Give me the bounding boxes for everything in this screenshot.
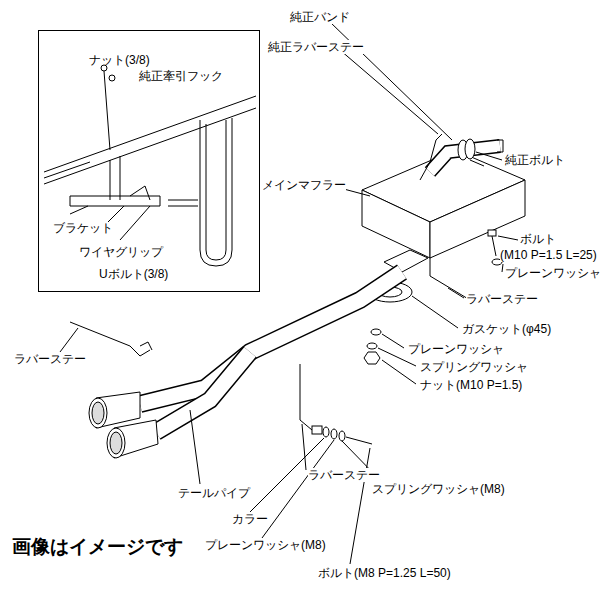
inset-box: ナット(3/8) 純正牽引フックブラケットワイヤグリップ Uボルト(3/8) bbox=[38, 30, 260, 292]
part-label: メインマフラー bbox=[262, 178, 346, 192]
part-label: ボルト(M8 P=1.25 L=50) bbox=[318, 566, 451, 580]
part-label: ワイヤグリップ bbox=[79, 245, 163, 259]
part-label: 純正牽引フック bbox=[139, 69, 223, 83]
part-label: スプリングワッシャ(M8) bbox=[372, 482, 505, 496]
part-label: プレーンワッシャ bbox=[505, 266, 601, 280]
part-label: 純正ボルト bbox=[505, 153, 565, 167]
part-label: プレーンワッシャ bbox=[408, 342, 504, 356]
part-label: ラバーステー bbox=[466, 292, 538, 306]
part-label: ナット(3/8) bbox=[89, 53, 150, 67]
part-label: プレーンワッシャ(M8) bbox=[205, 538, 326, 552]
part-label: Uボルト(3/8) bbox=[99, 267, 168, 281]
part-label: テールパイプ bbox=[178, 486, 250, 500]
part-label: ナット(M10 P=1.5) bbox=[420, 378, 522, 392]
part-label: ラバーステー bbox=[14, 352, 86, 366]
part-label: ラバーステー bbox=[308, 468, 380, 482]
part-label: カラー bbox=[232, 512, 268, 526]
part-label: (M10 P=1.5 L=25) bbox=[500, 248, 597, 262]
part-label: スプリングワッシャ bbox=[420, 360, 528, 374]
image-note: 画像はイメージです bbox=[12, 536, 183, 558]
part-label: ブラケット bbox=[53, 221, 113, 235]
part-label: 純正バンド bbox=[290, 10, 350, 24]
part-label: 純正ラバーステー bbox=[268, 40, 364, 54]
part-label: ボルト bbox=[520, 232, 556, 246]
part-label: ガスケット(φ45) bbox=[462, 322, 551, 336]
